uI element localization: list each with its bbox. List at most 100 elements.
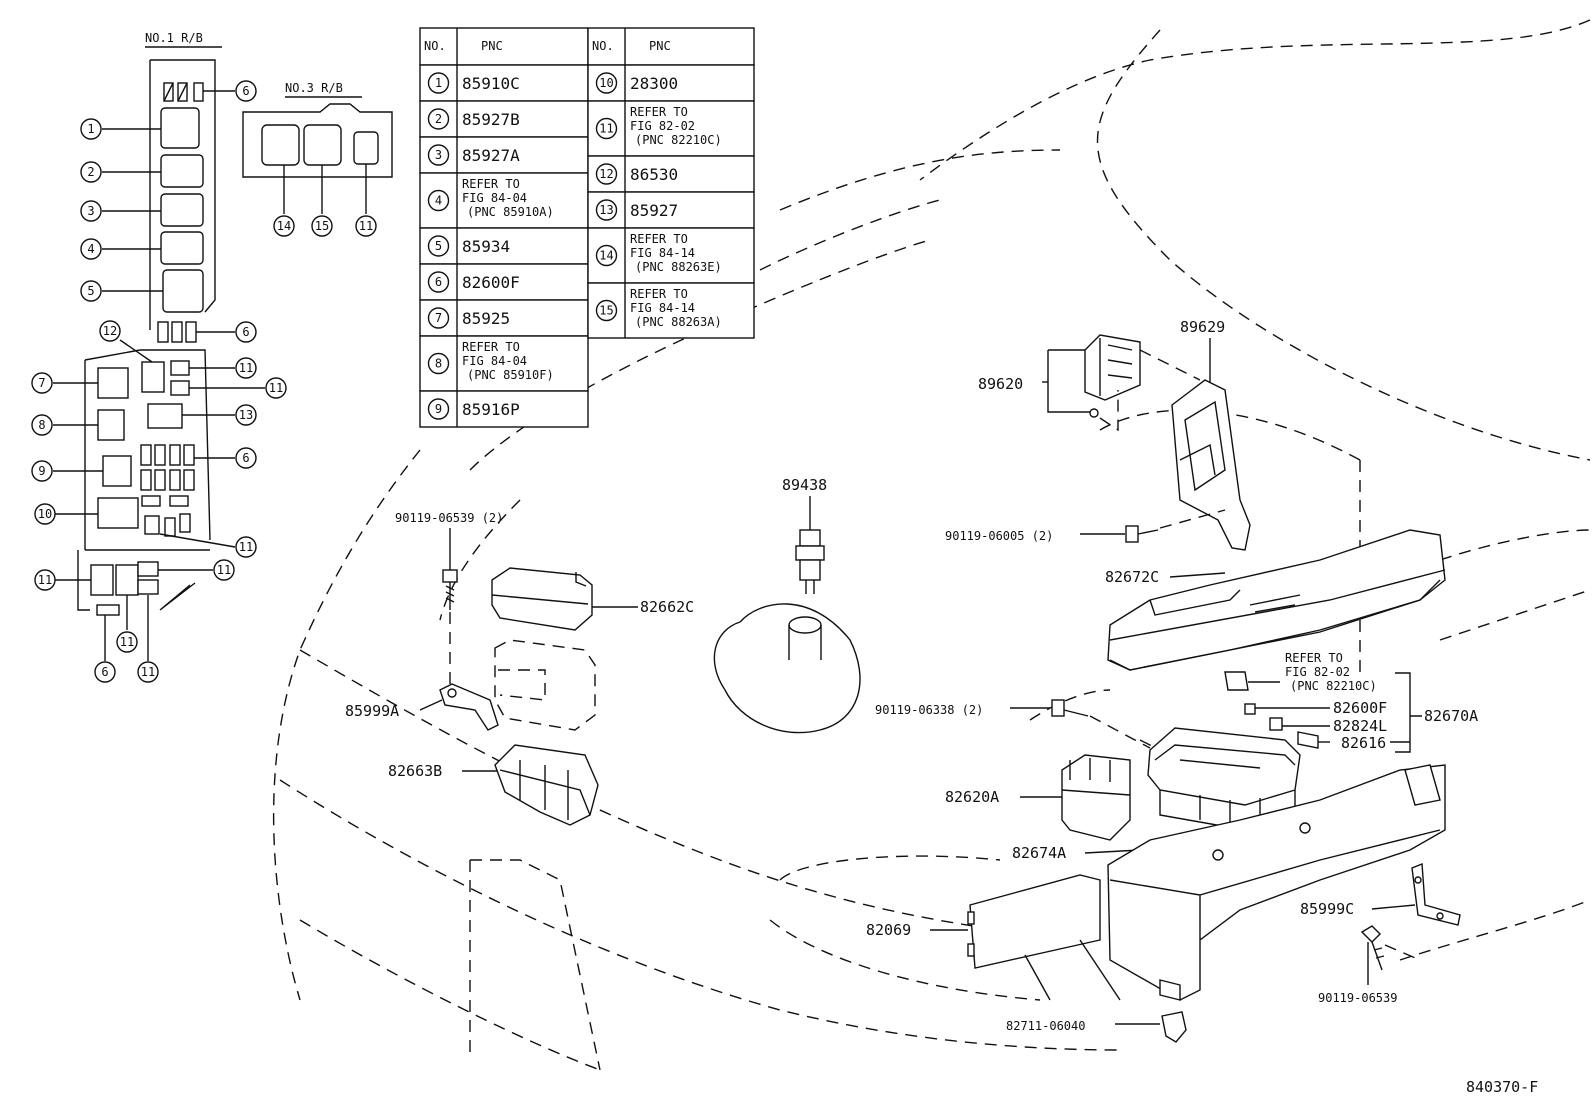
table-left-no: 8 (427, 352, 450, 375)
table-right-pnc-line: FIG 84-14 (630, 246, 695, 260)
header-pnc: PNC (649, 39, 671, 53)
label-82824l: 82824L (1333, 717, 1387, 735)
callout-number: 9 (38, 464, 45, 478)
table-right-pnc-line: (PNC 82210C) (635, 133, 722, 147)
tray-82663b: 82663B (388, 744, 599, 826)
table-left-no: 3 (427, 144, 450, 166)
table-left-no: 5 (427, 235, 450, 257)
table-right-no: 15 (595, 299, 618, 322)
label-82672c: 82672C (1105, 568, 1159, 586)
callout-number: 14 (599, 249, 613, 263)
rb1-callout-4: 4 (80, 238, 102, 260)
table-left-no: 1 (427, 72, 450, 94)
ecu-89620-89629: 89629 89620 (978, 318, 1251, 551)
callout-number: 15 (599, 304, 613, 318)
table-right-no: 11 (595, 117, 618, 140)
table-left-no: 4 (427, 189, 450, 212)
box-82674a: 82674A (1012, 764, 1446, 1001)
table-left-no: 7 (427, 307, 450, 329)
table-right-no: 12 (595, 163, 618, 185)
table-right-pnc-line: (PNC 88263E) (635, 260, 722, 274)
table-left-pnc: 85925 (462, 309, 510, 328)
table-left-pnc-line: REFER TO (462, 340, 520, 354)
rb1-callout-11: 11 (235, 357, 257, 379)
rb1-callout-11: 11 (137, 661, 159, 683)
table-header-left: NO.PNC (419, 27, 589, 66)
callout-number: 11 (141, 665, 155, 679)
callout-number: 11 (217, 563, 231, 577)
label-82711-06040: 82711-06040 (1006, 1019, 1085, 1033)
callout-number: 3 (435, 148, 442, 162)
label-89629: 89629 (1180, 318, 1225, 336)
callout-number: 1 (87, 122, 94, 136)
callout-number: 11 (599, 122, 613, 136)
label-85999a: 85999A (345, 702, 399, 720)
callout-number: 4 (435, 194, 442, 208)
table-right-no: 14 (595, 244, 618, 267)
callout-number: 5 (87, 284, 94, 298)
cover-82672c: 82672C (1105, 529, 1446, 671)
label-82674a: 82674A (1012, 844, 1066, 862)
callout-number: 7 (435, 311, 442, 325)
rb1-callout-3: 3 (80, 200, 102, 222)
rb1-callout-11: 11 (116, 631, 138, 653)
label-85999c: 85999C (1300, 900, 1354, 918)
table-left-pnc: 85934 (462, 237, 510, 256)
table-left-row: 5 85934 (419, 227, 589, 265)
callout-number: 6 (242, 451, 249, 465)
rb1-callout-2: 2 (80, 161, 102, 183)
table-right-pnc-line: REFER TO (630, 232, 688, 246)
label-82620a: 82620A (945, 788, 999, 806)
label-90119-06539: 90119-06539 (1318, 991, 1397, 1005)
table-right-pnc-line: REFER TO (630, 287, 688, 301)
rb1-callout-12: 12 (99, 320, 121, 342)
table-right-pnc-line: REFER TO (630, 105, 688, 119)
rb1-callout-6: 6 (94, 661, 116, 683)
vehicle-outline (272, 19, 1591, 1071)
label-82670a: 82670A (1424, 707, 1478, 725)
table-right-pnc-line: (PNC 88263A) (635, 315, 722, 329)
rb1-callout-13: 13 (235, 404, 257, 426)
table-left-pnc: 85910C (462, 74, 520, 93)
rb3-callout-11: 11 (355, 215, 377, 237)
refer-note-82-02: REFER TO FIG 82-02 (PNC 82210C) (1224, 651, 1377, 693)
refer-line-1: REFER TO (1285, 651, 1343, 665)
table-left-pnc: 85916P (462, 400, 520, 419)
callout-number: 1 (435, 76, 442, 90)
rb1-callout-9: 9 (31, 460, 53, 482)
label-90119-06005-2: 90119-06005 (2) (945, 529, 1053, 543)
callout-number: 12 (103, 324, 117, 338)
bolt-90119-06338-2: 90119-06338 (2) (875, 699, 1151, 749)
rb3-callout-14: 14 (273, 215, 295, 237)
callout-number: 11 (239, 540, 253, 554)
label-82663b: 82663B (388, 762, 442, 780)
table-right-pnc-line: FIG 82-02 (630, 119, 695, 133)
table-right-pnc: 85927 (630, 201, 678, 220)
callout-number: 11 (359, 219, 373, 233)
rb1-callout-1: 1 (80, 118, 102, 140)
rb1-callout-11: 11 (235, 536, 257, 558)
callout-number: 6 (435, 275, 442, 289)
relay-82620a: 82620A (945, 754, 1131, 841)
bracket-85999a: 85999A (345, 683, 499, 731)
table-left-no: 9 (427, 398, 450, 420)
callout-number: 4 (87, 242, 94, 256)
rb1-callout-11: 11 (213, 559, 235, 581)
callout-number: 11 (120, 635, 134, 649)
table-left-no: 2 (427, 108, 450, 130)
rb1-callout-6: 6 (235, 321, 257, 343)
no1-relay-block: NO.1 R/B (53, 31, 265, 661)
table-left-pnc-line: (PNC 85910A) (467, 205, 554, 219)
no3-rb-title: NO.3 R/B (285, 81, 343, 95)
label-82600f: 82600F (1333, 699, 1387, 717)
table-left-row: 9 85916P (419, 390, 589, 428)
rb1-callout-10: 10 (34, 503, 56, 525)
